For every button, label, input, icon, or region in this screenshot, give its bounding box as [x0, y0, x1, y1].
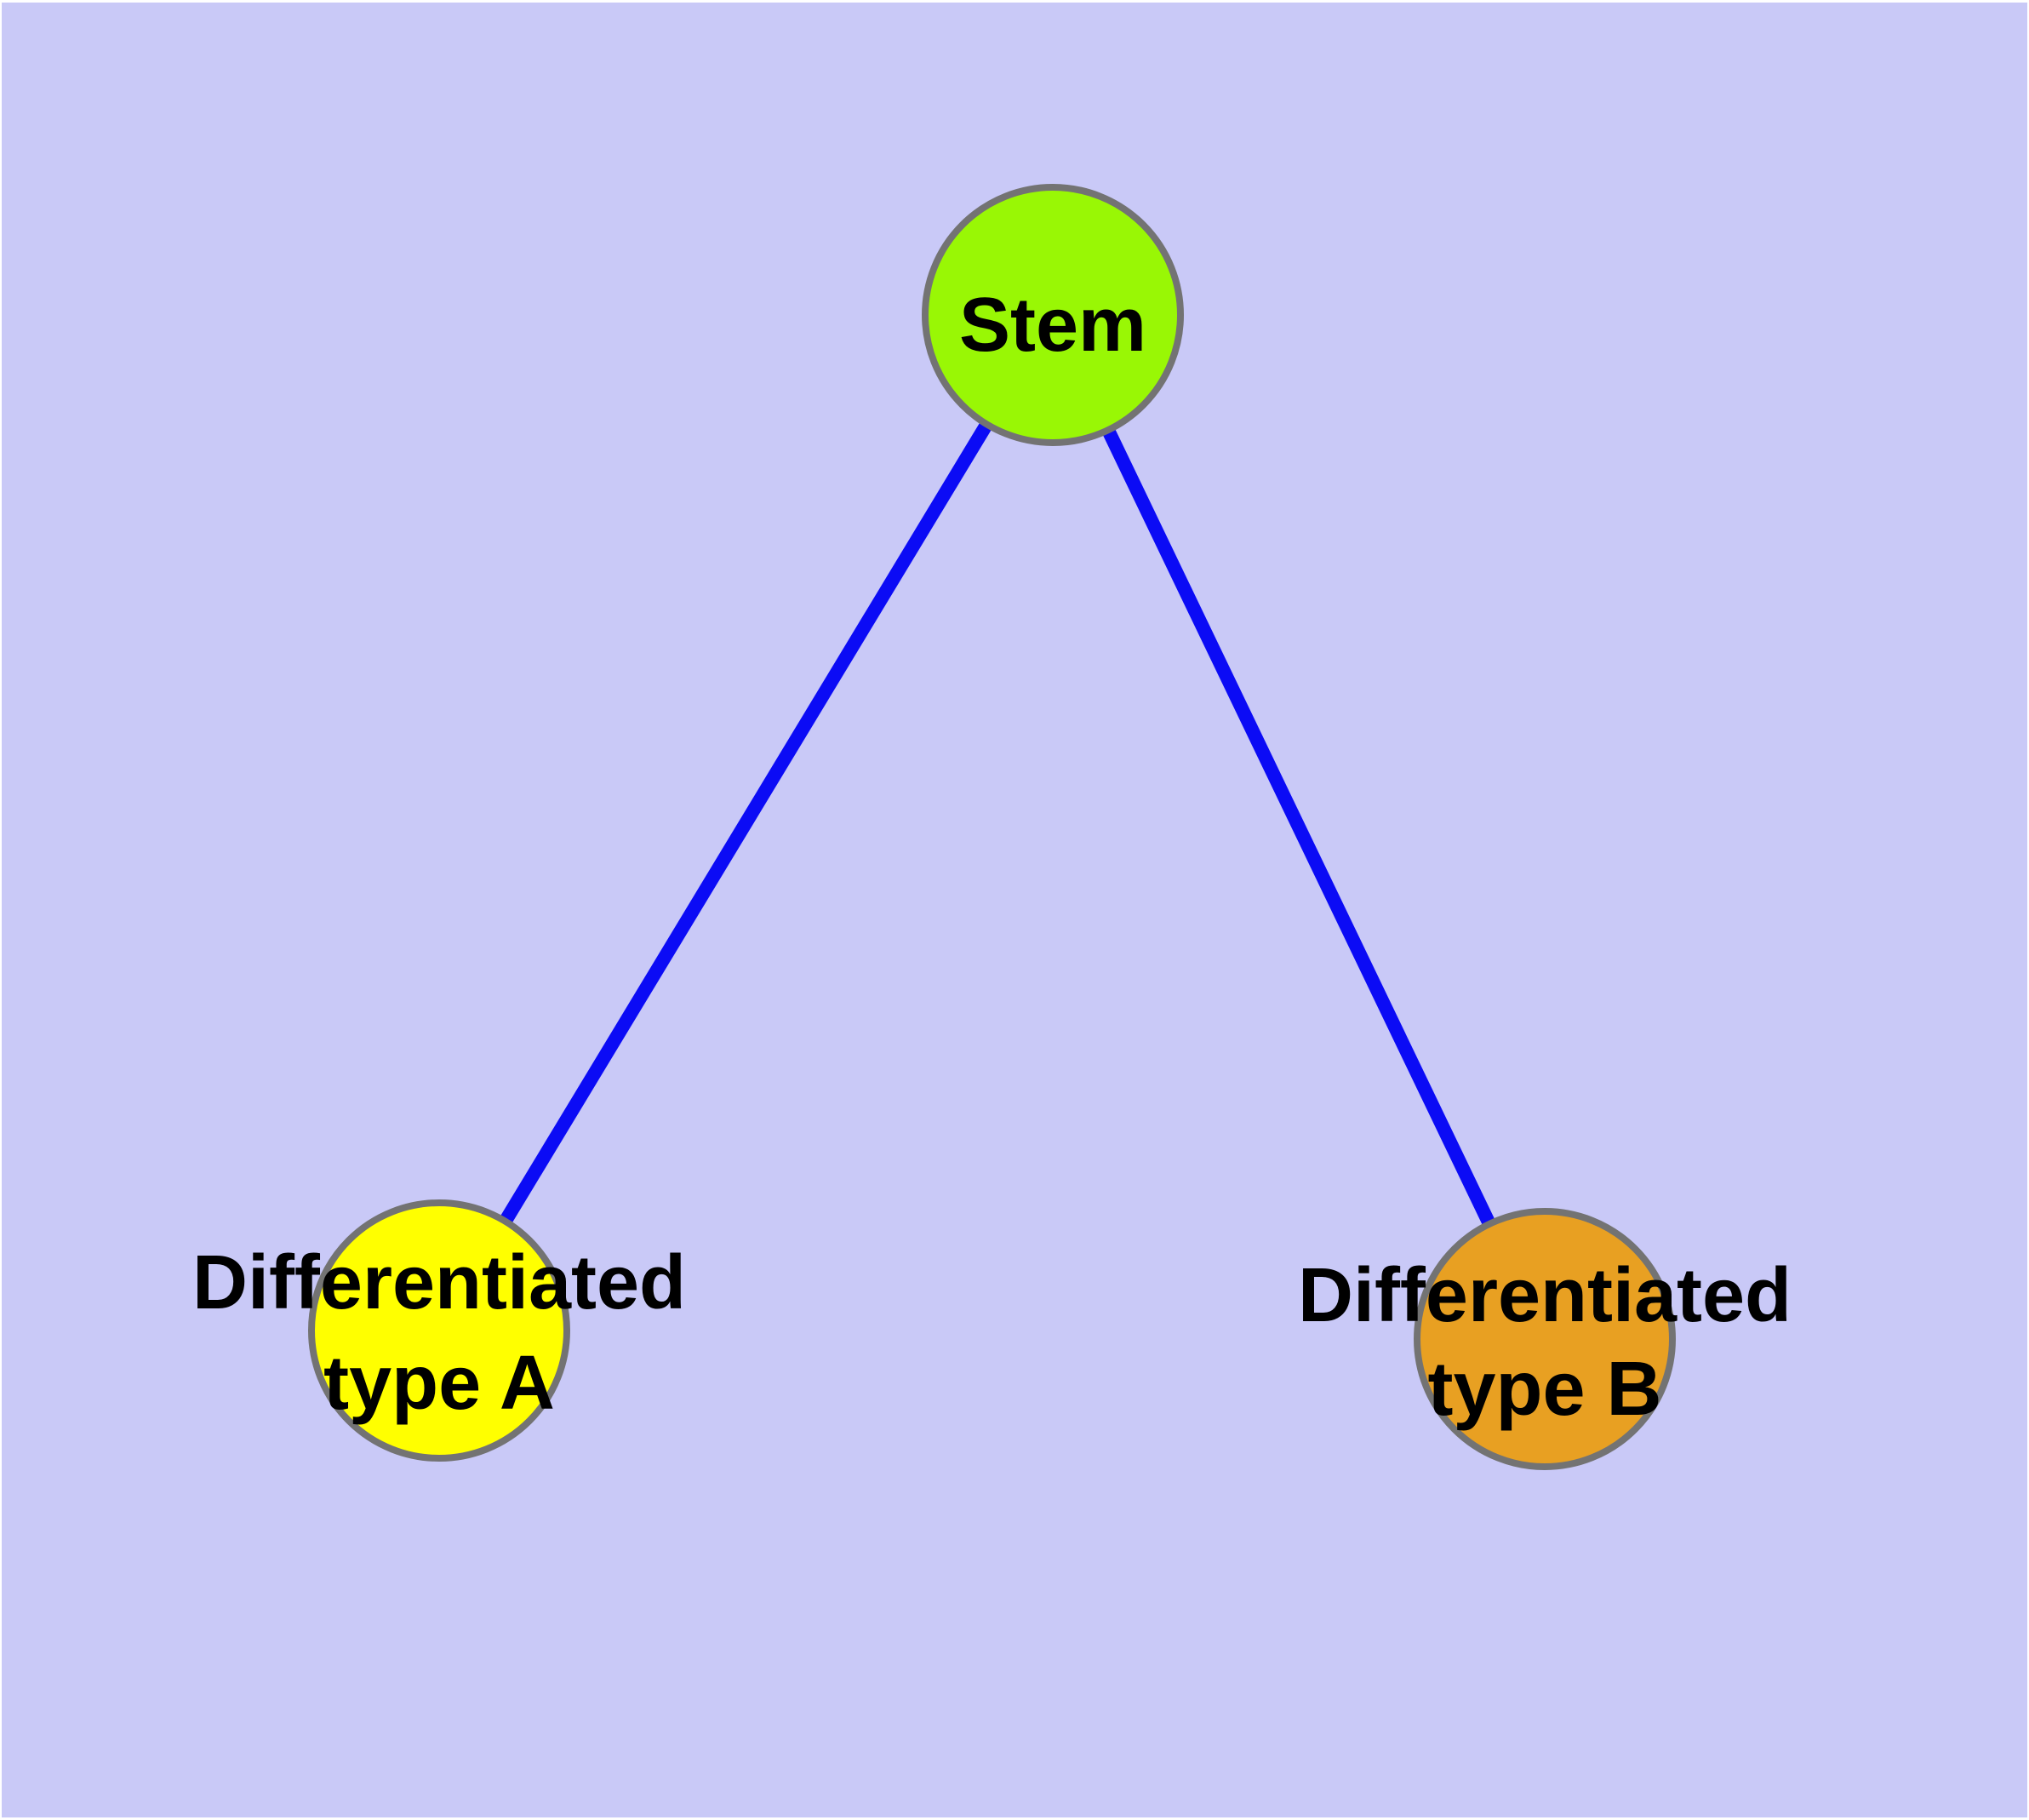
node-type-b-label-line2: type B: [1427, 1347, 1661, 1432]
node-type-b-label-line1: Differentiated: [1298, 1253, 1792, 1338]
node-differentiated-type-a: [308, 1199, 570, 1462]
node-stem-label: Stem: [959, 283, 1146, 368]
node-differentiated-type-b: [1414, 1208, 1676, 1470]
edge-stem-to-type-a: [433, 311, 1059, 1335]
node-type-a-label-line1: Differentiated: [192, 1240, 686, 1325]
edge-stem-to-type-b: [1046, 312, 1552, 1342]
node-stem: [922, 184, 1184, 446]
node-type-a-label-line2: type A: [323, 1341, 555, 1426]
